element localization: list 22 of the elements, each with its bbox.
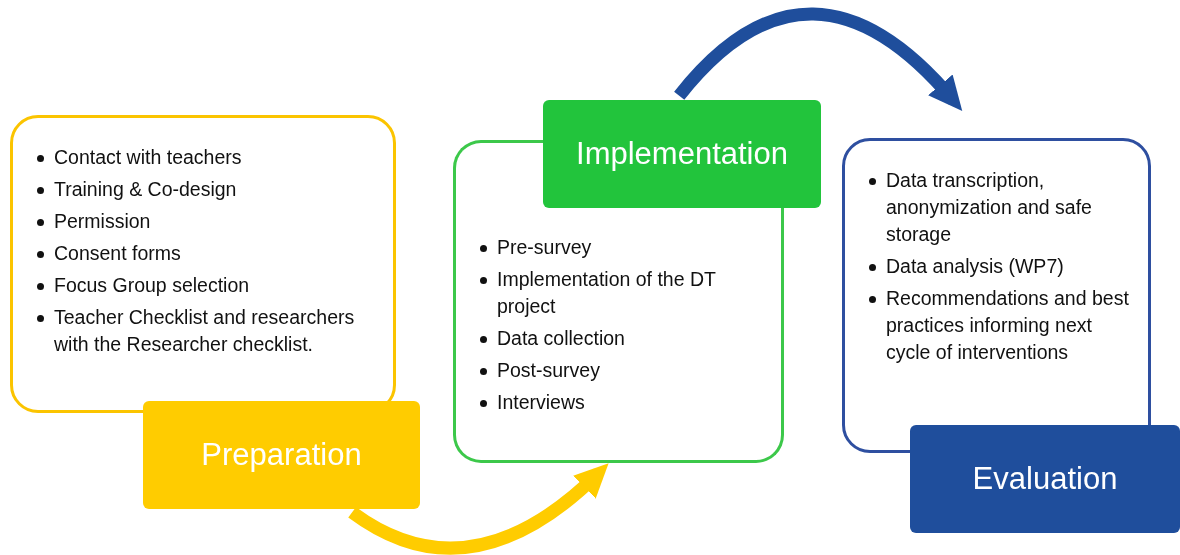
- list-item: Interviews: [497, 390, 585, 415]
- list-item: Consent forms: [54, 241, 181, 266]
- list-item: Implementation of the DT project: [497, 267, 717, 319]
- list-item: Focus Group selection: [54, 273, 250, 298]
- list-item: Post-survey: [497, 358, 600, 383]
- list-item: Pre-survey: [497, 235, 592, 260]
- rounded-card: [10, 115, 396, 413]
- list-item: Contact with teachers: [54, 145, 242, 170]
- list-item: Data analysis (WP7): [886, 254, 1064, 279]
- list-item: Data transcription, anonymization and safe storage: [886, 168, 1093, 247]
- stage-title-box: Preparation: [143, 401, 420, 509]
- list-item: Permission: [54, 209, 151, 234]
- list-item: Training & Co-design: [54, 177, 237, 202]
- rounded-card: [842, 138, 1151, 453]
- list-item: Teacher Checklist and researchers with the Researcher checklist.: [54, 305, 356, 357]
- stage-title-box: Evaluation: [910, 425, 1180, 533]
- curved-arrow: [674, 7, 963, 111]
- list-item: Recommendations and best practices informing next cycle of interventions: [886, 286, 1130, 365]
- stage-title-box: Implementation: [543, 100, 821, 208]
- rounded-card: [453, 208, 784, 463]
- curved-arrow: [348, 463, 609, 555]
- list-item: Data collection: [497, 326, 625, 351]
